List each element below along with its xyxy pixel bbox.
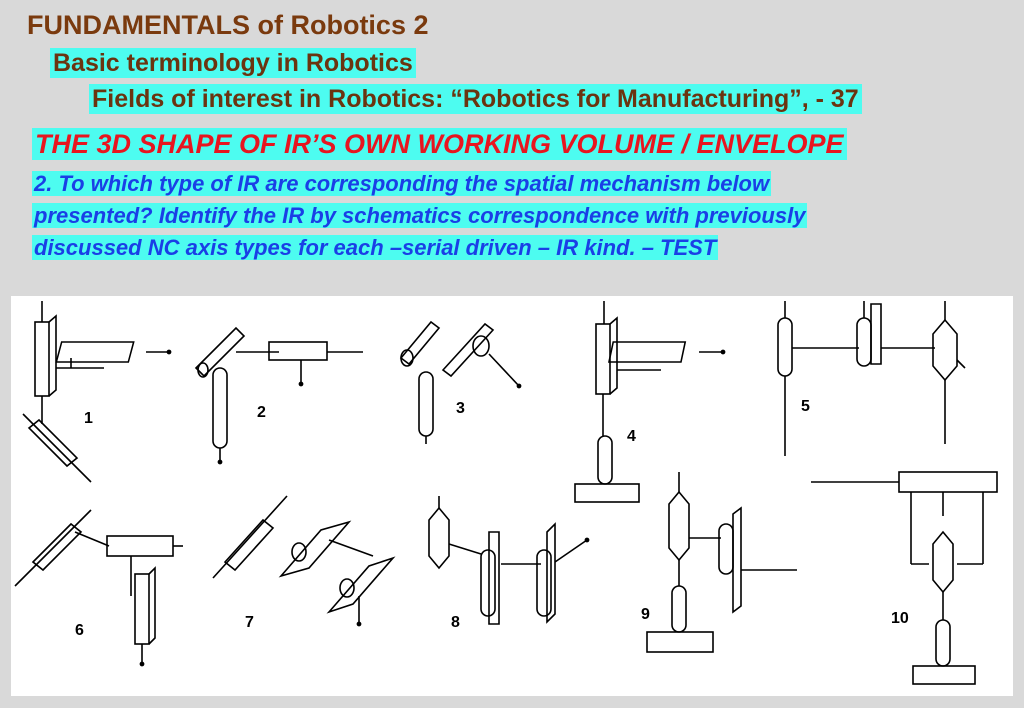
question-line: 2. To which type of IR are corresponding…: [32, 171, 772, 196]
schematic-7: [212, 495, 396, 627]
figure-label: 9: [641, 606, 650, 623]
subtitle-terminology: Basic terminology in Robotics: [50, 48, 416, 78]
schematic-9: [646, 472, 797, 653]
schematic-8: [428, 496, 590, 625]
figure-label: 6: [75, 622, 84, 639]
figure-label: 2: [257, 404, 266, 421]
schematic-6: [14, 509, 183, 667]
figure-label: 5: [801, 398, 810, 415]
figure-label: 8: [451, 614, 460, 631]
robot-schematics-figure: 1 2 3 4 5 6 7 8 9 10: [11, 296, 1013, 696]
question-line: presented? Identify the IR by schematics…: [32, 203, 808, 228]
schematic-10: [811, 471, 998, 685]
subtitle-fields: Fields of interest in Robotics: “Robotic…: [89, 84, 862, 114]
figure-label: 7: [245, 614, 254, 631]
section-heading: THE 3D SHAPE OF IR’S OWN WORKING VOLUME …: [32, 128, 847, 160]
question-line: discussed NC axis types for each –serial…: [32, 235, 719, 260]
figure-label: 1: [84, 410, 93, 427]
question-text: 2. To which type of IR are corresponding…: [32, 168, 808, 264]
schematic-3: [399, 320, 522, 444]
figure-label: 3: [456, 400, 465, 417]
schematic-4: [574, 301, 726, 503]
figure-label: 10: [891, 610, 909, 627]
page-title: FUNDAMENTALS of Robotics 2: [27, 10, 429, 40]
schematic-5: [777, 301, 966, 456]
figure-label: 4: [627, 428, 636, 445]
schematic-2: [194, 326, 363, 465]
schematic-1: [22, 301, 172, 483]
